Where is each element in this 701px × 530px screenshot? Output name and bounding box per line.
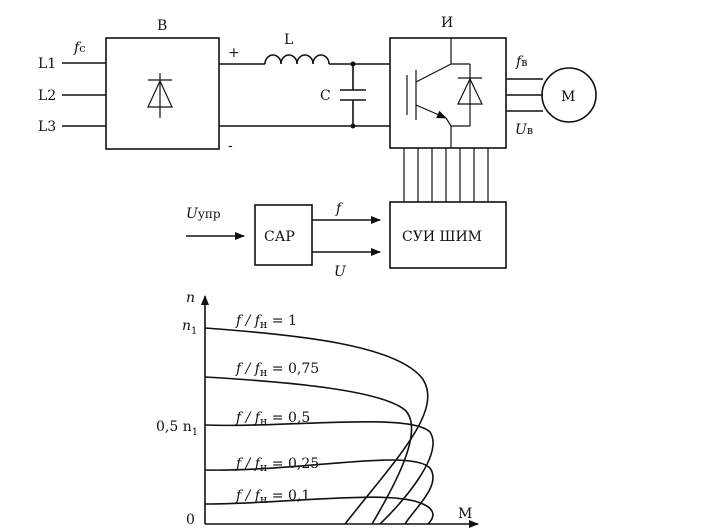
capacitor-label: C	[320, 88, 331, 104]
output-voltage-label: Uв	[515, 122, 533, 138]
minus-sign: -	[228, 138, 233, 154]
control-section: Uупр САР f U СУИ ШИМ	[186, 201, 507, 280]
motor-outputs: fв Uв M	[506, 54, 597, 138]
curve-label-0-75: f / fн = 0,75	[235, 361, 319, 379]
curve-f-ratio-1	[204, 327, 429, 525]
igbt-icon	[406, 38, 483, 148]
motor-label: M	[561, 89, 575, 105]
curve-f-ratio-0-25	[204, 459, 434, 525]
y-axis-label: n	[186, 290, 195, 306]
inductor-label: L	[284, 32, 293, 48]
inverter-label: И	[441, 15, 453, 31]
y-tick-n1: n1	[182, 318, 197, 337]
curve-label-0-5: f / fн = 0,5	[235, 410, 310, 428]
mechanical-characteristics-graph: n M n1 0,5 n1 0 f / fн = 1 f / fн = 0,75…	[156, 290, 479, 528]
u-signal-label: U	[334, 264, 347, 280]
dc-bus: + - L C	[219, 32, 390, 154]
inductor-icon	[264, 54, 330, 65]
curve-label-0-1: f / fн = 0,1	[235, 488, 310, 506]
capacitor-icon	[340, 61, 366, 129]
motor-icon	[541, 67, 597, 123]
sar-label: САР	[264, 229, 295, 245]
pwm-controller-box	[389, 201, 507, 269]
phase-inputs: L1 L2 L3 fc	[38, 40, 106, 135]
y-tick-zero: 0	[186, 512, 195, 528]
gate-control-lines	[403, 148, 489, 202]
phase-label-l2: L2	[38, 88, 56, 104]
sar-box	[254, 204, 313, 266]
output-frequency-label: fв	[515, 54, 527, 70]
curve-f-ratio-0-1	[204, 496, 434, 525]
curve-f-ratio-0-75	[204, 376, 413, 525]
curve-label-0-25: f / fн = 0,25	[235, 456, 319, 474]
phase-label-l1: L1	[38, 56, 56, 72]
phase-label-l3: L3	[38, 119, 56, 135]
f-signal-label: f	[335, 201, 344, 217]
inverter-block: И	[389, 15, 507, 149]
supply-frequency-label: fc	[73, 40, 85, 56]
plus-sign: +	[228, 45, 240, 61]
x-axis-label: M	[458, 506, 472, 522]
inverter-box	[389, 37, 507, 149]
pwm-controller-label: СУИ ШИМ	[402, 229, 482, 245]
rectifier-block: В	[105, 18, 220, 150]
y-tick-half-n1: 0,5 n1	[156, 419, 198, 438]
curve-label-1: f / fн = 1	[235, 313, 297, 331]
curve-f-ratio-0-5	[204, 420, 434, 525]
rectifier-box	[105, 37, 220, 150]
diode-icon	[147, 73, 173, 118]
rectifier-label: В	[157, 18, 167, 34]
control-input-label: Uупр	[186, 206, 221, 222]
